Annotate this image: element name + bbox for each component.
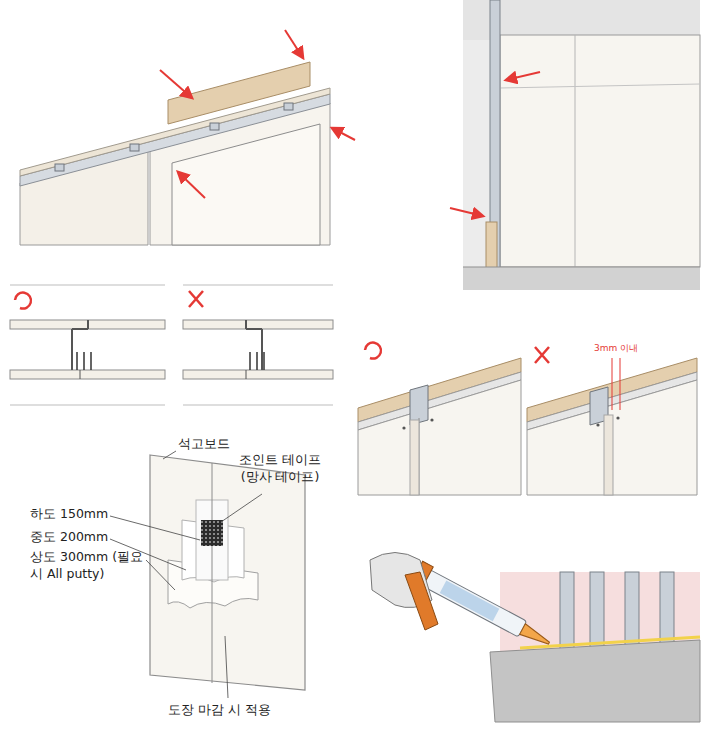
section-correct	[10, 285, 165, 405]
joint-treatment	[110, 451, 305, 698]
layer-label: 하도 150mm	[30, 506, 108, 523]
section-wrong	[183, 285, 333, 405]
dimension-label: 3mm 이내	[594, 342, 638, 354]
joint-correct	[358, 343, 521, 495]
wall-corner-view	[450, 0, 700, 290]
caulking-view	[370, 547, 700, 722]
part-label: 조인트 테이프 (망사 테이프)	[232, 452, 328, 486]
ceiling-board-view	[20, 30, 355, 245]
layer-label: 중도 200mm	[30, 529, 108, 546]
layer-label: 상도 300mm (필요시 All putty)	[30, 549, 144, 583]
part-label: 석고보드	[178, 436, 230, 453]
note-label: 도장 마감 시 적용	[168, 702, 271, 719]
joint-wrong	[527, 347, 697, 495]
